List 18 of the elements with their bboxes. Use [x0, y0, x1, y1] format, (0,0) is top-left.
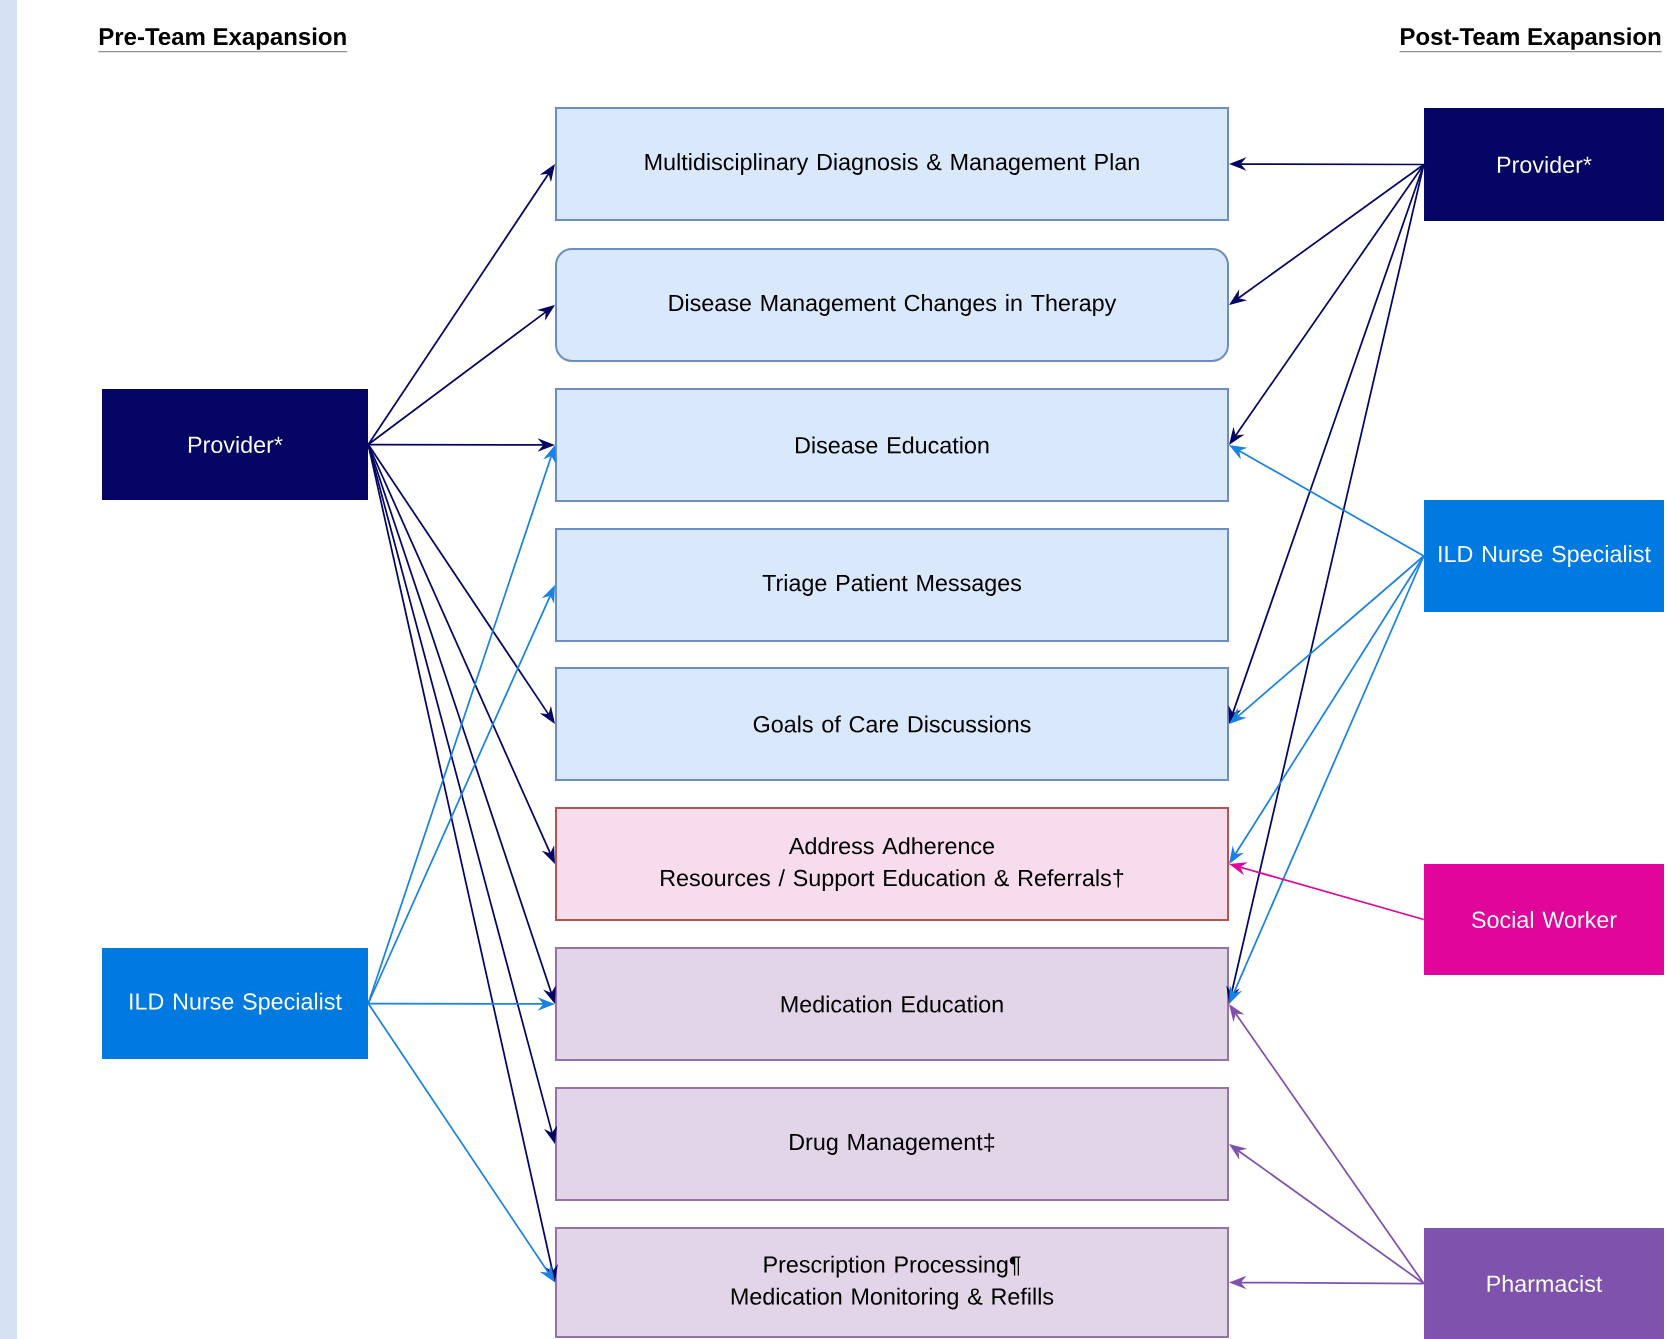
task-box: Triage Patient Messages [555, 528, 1229, 642]
arrow [1229, 555, 1425, 724]
task-box: Address Adherence Resources / Support Education & Referrals† [555, 807, 1229, 921]
solid-box: Provider* [1424, 107, 1664, 222]
solid-box: ILD Nurse Specialist [1424, 500, 1664, 612]
task-box: Goals of Care Discussions [555, 667, 1229, 781]
task-box: Prescription Processing¶ Medication Monitoring & Refills [555, 1227, 1229, 1339]
solid-box: Social Worker [1424, 864, 1664, 975]
rounded-task-box: Disease Management Changes in Therapy [555, 248, 1229, 362]
solid-box: ILD Nurse Specialist [102, 948, 368, 1059]
solid-box: Pharmacist [1424, 1228, 1664, 1339]
heading: Pre-Team Exapansion [98, 27, 348, 52]
task-box: Medication Education [555, 947, 1229, 1061]
task-box: Drug Management‡ [555, 1087, 1229, 1201]
solid-box: Provider* [102, 389, 368, 500]
heading: Post-Team Exapansion [1399, 27, 1662, 52]
task-box: Disease Education [555, 388, 1229, 502]
task-box: Multidisciplinary Diagnosis & Management Plan [555, 107, 1229, 221]
